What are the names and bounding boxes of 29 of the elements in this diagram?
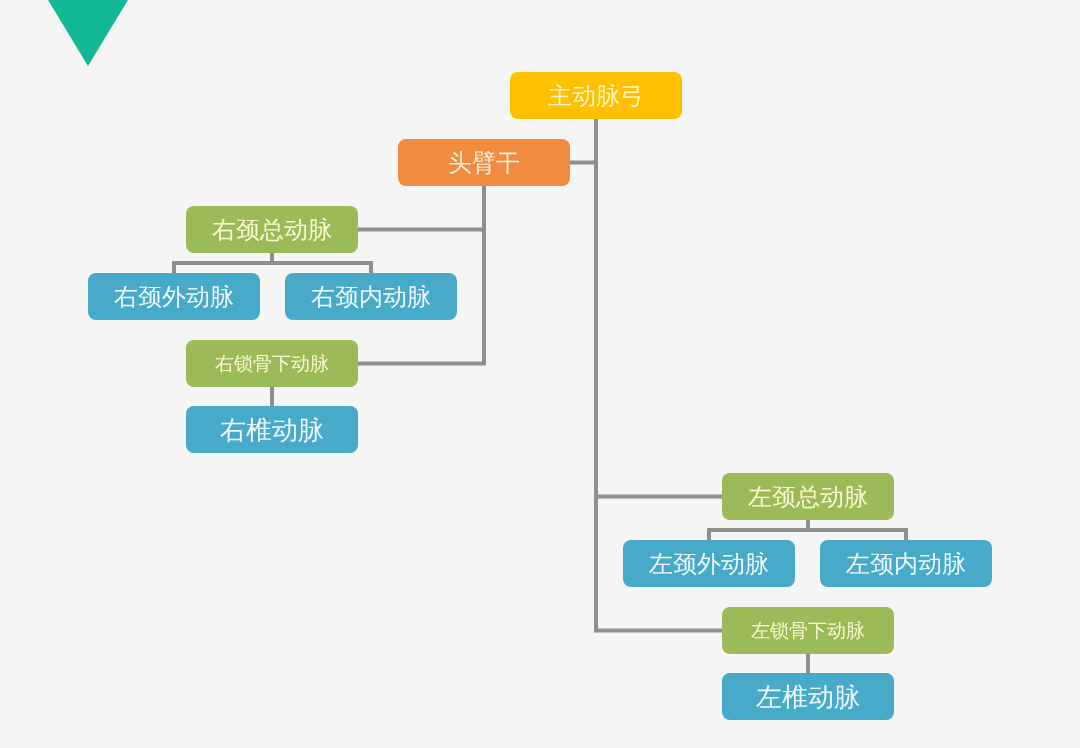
artery-label: 右颈内动脉 [311, 284, 431, 309]
artery-label: 右颈总动脉 [212, 217, 332, 242]
artery-label: 左颈外动脉 [649, 551, 769, 576]
artery-label: 主动脉弓 [548, 83, 644, 108]
artery-label: 头臂干 [448, 150, 520, 175]
artery-label: 右椎动脉 [220, 416, 324, 443]
artery-label: 左颈总动脉 [748, 484, 868, 509]
connector-line [806, 654, 810, 673]
artery-label: 右颈外动脉 [114, 284, 234, 309]
connector-line [270, 387, 274, 406]
artery-box [623, 540, 795, 587]
artery-box [398, 139, 570, 186]
artery-box [722, 607, 894, 654]
artery-box [186, 340, 358, 387]
artery-box [186, 406, 358, 453]
artery-box [510, 72, 682, 119]
connector-line [358, 186, 486, 366]
artery-label: 左锁骨下动脉 [751, 621, 865, 640]
artery-box [820, 540, 992, 587]
artery-box [722, 473, 894, 520]
artery-box [88, 273, 260, 320]
connector-line [270, 253, 373, 273]
artery-box [285, 273, 457, 320]
artery-box [186, 206, 358, 253]
artery-label: 右锁骨下动脉 [215, 354, 329, 373]
connector-line [806, 520, 908, 540]
artery-label: 左颈内动脉 [846, 551, 966, 576]
artery-label: 左椎动脉 [756, 683, 860, 710]
artery-box [722, 673, 894, 720]
